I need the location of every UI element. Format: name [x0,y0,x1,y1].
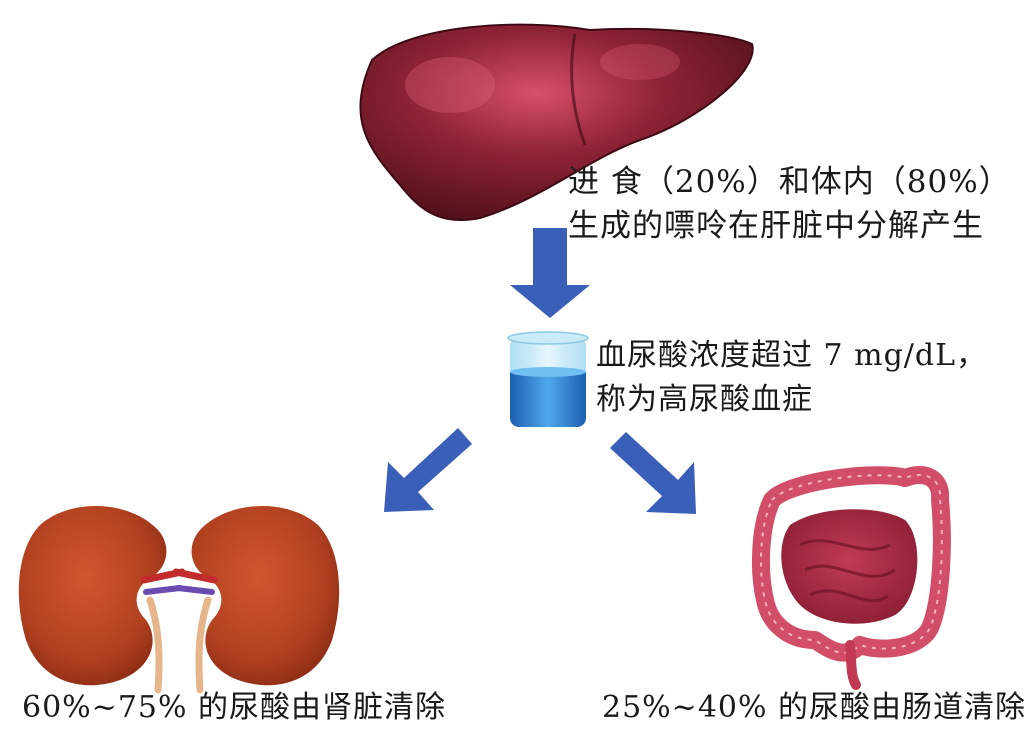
liver-label-line1: 进 食（20%）和体内（80%） [568,164,1011,200]
arrow-down-left [384,428,472,512]
liver-label-line2: 生成的嘌呤在肝脏中分解产生 [568,208,984,244]
liver-label: 进 食（20%）和体内（80%） 生成的嘌呤在肝脏中分解产生 [568,160,1011,248]
intestines-illustration [751,466,951,690]
blood-label-line1: 血尿酸浓度超过 7 mg/dL， [596,338,988,373]
beaker-illustration [507,331,589,427]
kidney-caption: 60%~75% 的尿酸由肾脏清除 [22,690,447,725]
kidneys-illustration [18,506,340,694]
arrow-down [510,228,590,318]
liver-illustration [359,23,754,222]
intestine-caption: 25%~40% 的尿酸由肠道清除 [602,690,1027,725]
blood-label: 血尿酸浓度超过 7 mg/dL， 称为高尿酸血症 [596,334,987,422]
blood-label-line2: 称为高尿酸血症 [596,382,813,417]
arrow-down-right [610,432,696,514]
